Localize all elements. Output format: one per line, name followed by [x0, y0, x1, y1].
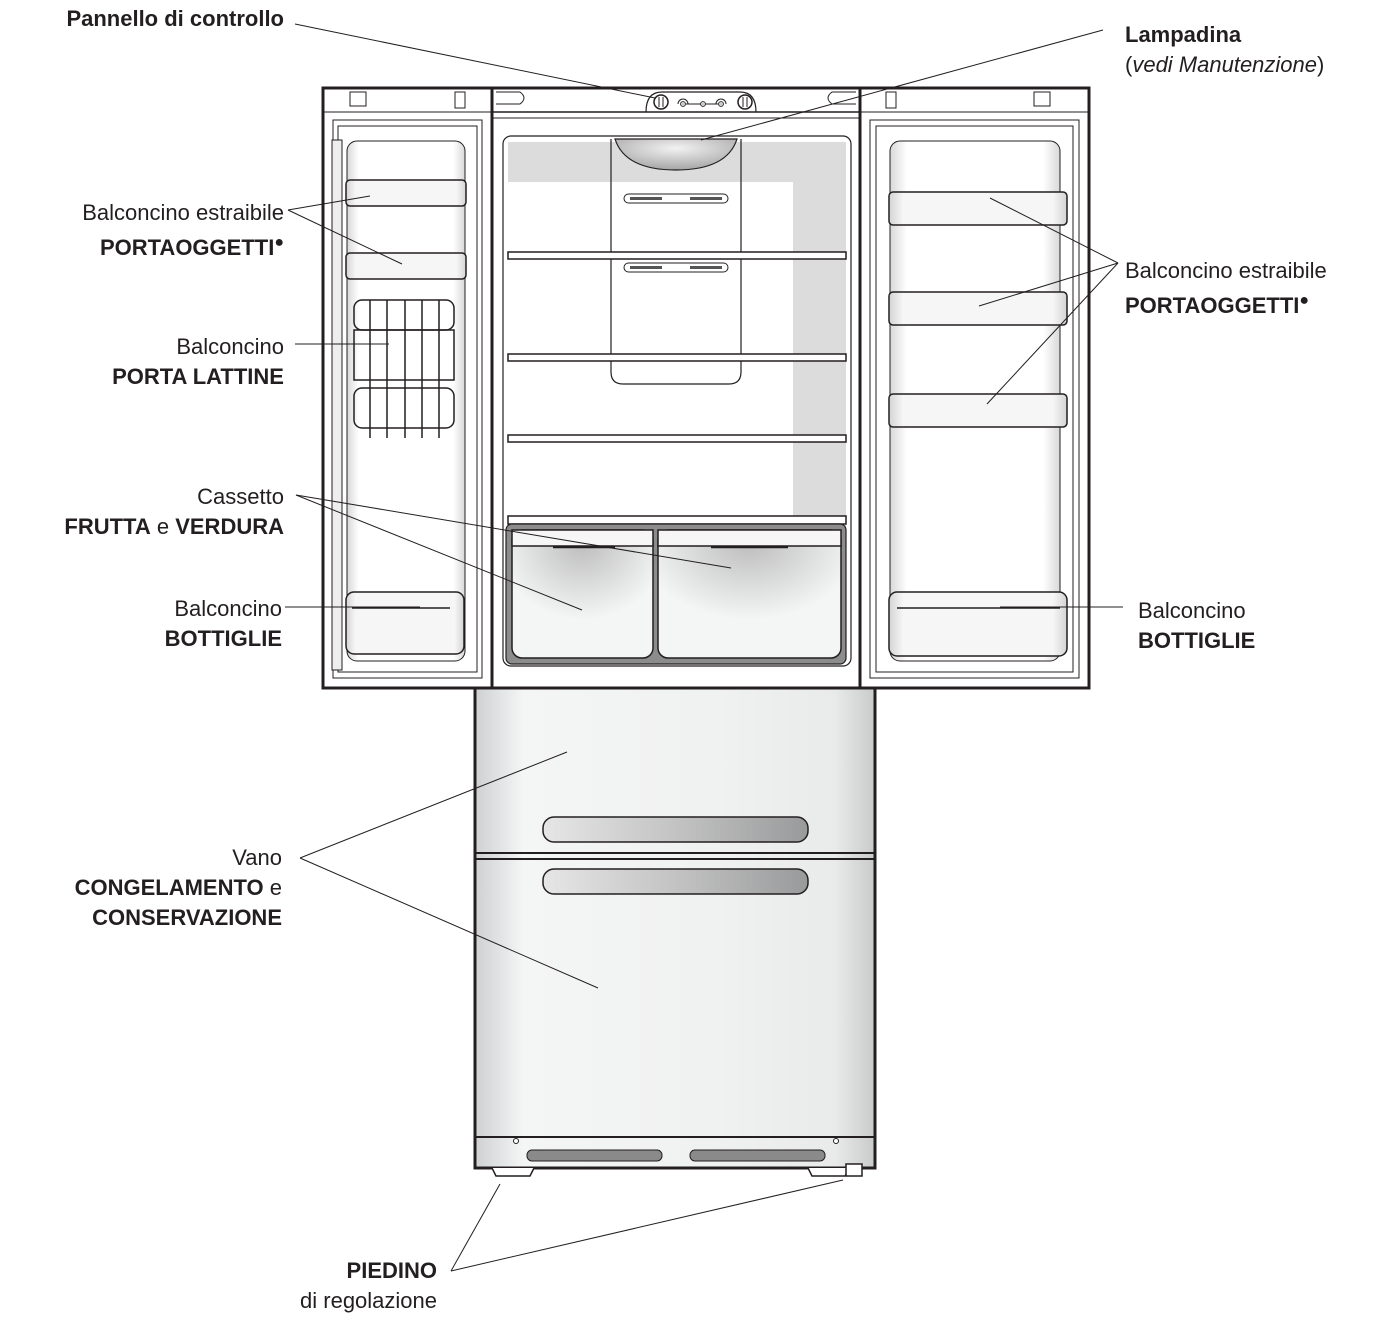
- control-panel-title: Pannello di controllo: [66, 6, 284, 31]
- freezer-line2: CONGELAMENTO: [74, 875, 264, 900]
- right-bottle-line1: Balconcino: [1138, 598, 1246, 623]
- label-right-bottle-shelf: Balconcino BOTTIGLIE: [1138, 596, 1255, 656]
- right-door-shelf-line2: PORTAOGGETTI: [1125, 293, 1300, 318]
- crisper-drawers: [511, 529, 842, 659]
- label-freezer: Vano CONGELAMENTO e CONSERVAZIONE: [0, 843, 282, 933]
- label-left-door-shelf: Balconcino estraibile PORTAOGGETTI●: [0, 198, 284, 263]
- bullet-marker-icon: ●: [1299, 292, 1310, 309]
- left-door-shelf-line1: Balconcino estraibile: [82, 200, 284, 225]
- crisper-fruit: FRUTTA: [64, 514, 151, 539]
- right-door-shelves: [888, 191, 1068, 428]
- can-rack: [353, 299, 455, 438]
- lamp-note-close: ): [1317, 52, 1325, 77]
- freezer-and: e: [263, 875, 282, 900]
- foot-line2: di regolazione: [300, 1288, 437, 1313]
- glass-shelves: [507, 251, 847, 525]
- crisper-line1: Cassetto: [197, 484, 284, 509]
- leader-lines: [285, 23, 1123, 1272]
- freezer-drawers: [473, 686, 877, 1170]
- right-bottle-line2: BOTTIGLIE: [1138, 628, 1256, 653]
- label-crisper: Cassetto FRUTTA e VERDURA: [0, 482, 284, 542]
- label-control-panel: Pannello di controllo: [0, 4, 284, 34]
- crisper-and: e: [150, 514, 176, 539]
- left-bottle-bin: [345, 591, 465, 655]
- left-bottle-line1: Balconcino: [174, 596, 282, 621]
- left-bottle-line2: BOTTIGLIE: [164, 626, 282, 651]
- label-right-door-shelf: Balconcino estraibile PORTAOGGETTI●: [1125, 256, 1327, 321]
- left-door: [321, 86, 494, 690]
- lamp-note-open: (: [1125, 52, 1133, 77]
- left-door-shelves: [345, 179, 467, 280]
- left-door-shelf-line2: PORTAOGGETTI: [99, 235, 275, 260]
- can-rack-line2: PORTA LATTINE: [112, 364, 284, 389]
- fridge-cabinet: [488, 86, 864, 690]
- right-bottle-bin: [888, 591, 1068, 657]
- label-foot: PIEDINO di regolazione: [0, 1256, 437, 1316]
- right-door: [858, 86, 1091, 690]
- lamp-note: vedi Manutenzione: [1132, 52, 1318, 77]
- lamp-cover: [614, 138, 738, 171]
- freezer-line1: Vano: [232, 845, 282, 870]
- bullet-marker-icon: ●: [274, 234, 284, 251]
- freezer-handle-lower: [542, 868, 809, 895]
- can-rack-line1: Balconcino: [176, 334, 284, 359]
- label-can-rack: Balconcino PORTA LATTINE: [0, 332, 284, 392]
- adjustable-feet: [491, 1163, 863, 1177]
- control-panel: [645, 91, 757, 113]
- foot-line1: PIEDINO: [346, 1258, 437, 1283]
- lamp-title: Lampadina: [1125, 22, 1242, 47]
- freezer-line3: CONSERVAZIONE: [92, 905, 282, 930]
- crisper-veg: VERDURA: [175, 514, 284, 539]
- label-lamp: Lampadina (vedi Manutenzione): [1125, 20, 1324, 80]
- right-door-shelf-line1: Balconcino estraibile: [1125, 258, 1327, 283]
- label-left-bottle-shelf: Balconcino BOTTIGLIE: [0, 594, 282, 654]
- freezer-handle-upper: [542, 816, 809, 843]
